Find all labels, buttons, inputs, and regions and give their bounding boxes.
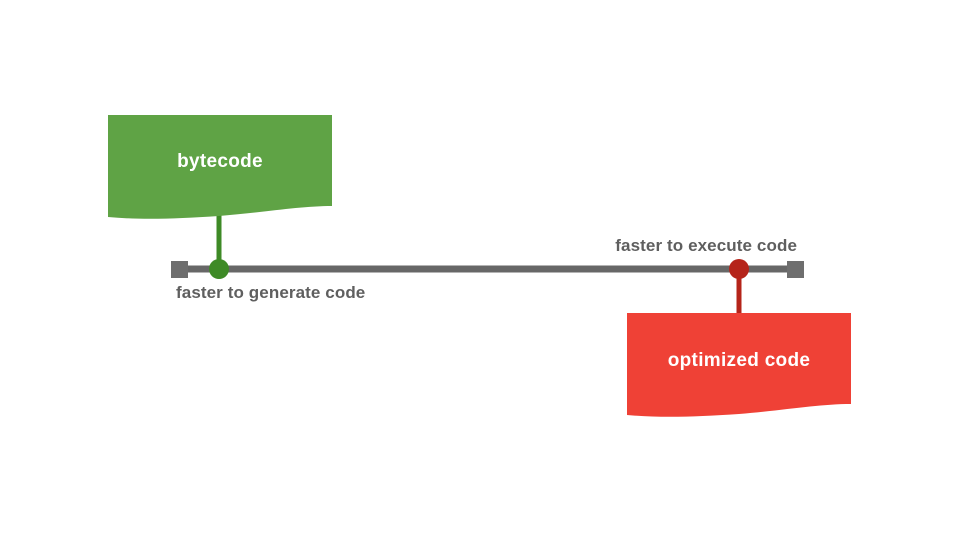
optimized-code-branch — [627, 259, 851, 417]
axis-right-cap-icon — [787, 261, 804, 278]
optimized-code-marker-dot[interactable] — [729, 259, 749, 279]
optimized-code-node-shape[interactable] — [627, 313, 851, 417]
axis-left-cap-icon — [171, 261, 188, 278]
bytecode-node-label: bytecode — [177, 151, 263, 172]
axis-group — [171, 261, 804, 278]
right-axis-label: faster to execute code — [615, 236, 797, 255]
bytecode-node-shape[interactable] — [108, 115, 332, 219]
left-axis-label: faster to generate code — [176, 283, 365, 302]
bytecode-branch — [108, 115, 332, 279]
optimized-code-node-label: optimized code — [668, 350, 811, 371]
bytecode-marker-dot[interactable] — [209, 259, 229, 279]
